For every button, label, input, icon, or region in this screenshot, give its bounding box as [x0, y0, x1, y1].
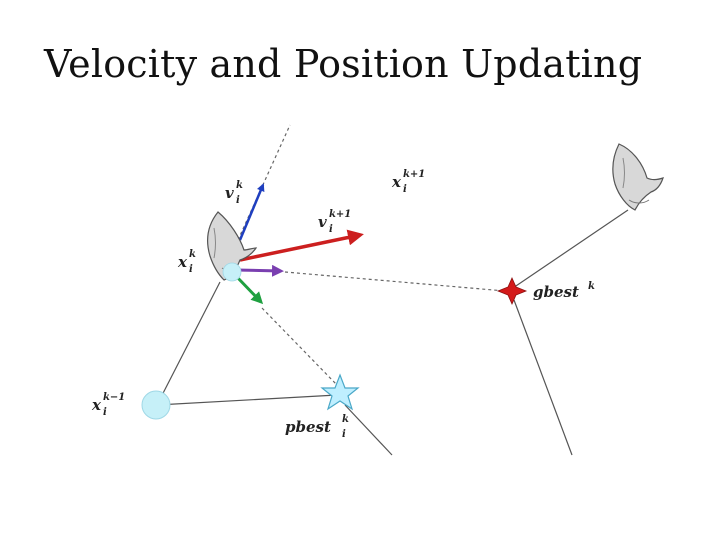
line-prev-to-pbest	[156, 394, 338, 406]
dove-icon	[206, 211, 258, 282]
cognitive-arrow	[234, 274, 264, 305]
svg-text:k: k	[588, 281, 595, 292]
slide-title: Velocity and Position Updating	[44, 42, 643, 86]
dashed-to-pbest	[261, 307, 338, 386]
label-v-current: v k i	[225, 180, 243, 206]
line-prev-to-current	[156, 281, 221, 406]
gbest-star-icon	[496, 277, 528, 305]
svg-text:v: v	[318, 213, 327, 231]
previous-position-circle-icon	[141, 390, 171, 420]
svg-text:x: x	[391, 173, 402, 191]
velocity-next-arrow	[239, 229, 364, 262]
dashed-to-gbest	[284, 271, 506, 292]
svg-text:v: v	[225, 184, 234, 202]
svg-text:i: i	[329, 224, 333, 235]
svg-text:i: i	[403, 184, 407, 195]
svg-text:i: i	[236, 195, 240, 206]
svg-text:k: k	[342, 414, 349, 425]
line-gbest-to-bird	[509, 209, 629, 291]
svg-text:x: x	[91, 396, 102, 414]
label-gbest: gbest k	[533, 281, 595, 301]
svg-text:x: x	[177, 253, 188, 271]
label-x-previous: x k−1 i	[91, 392, 125, 418]
label-x-next: x k+1 i	[391, 169, 425, 195]
svg-text:pbest: pbest	[285, 418, 331, 436]
pbest-star-icon	[320, 373, 360, 411]
velocity-current-arrow	[238, 183, 265, 241]
label-v-next: v k+1 i	[318, 209, 351, 235]
svg-text:i: i	[103, 407, 107, 418]
svg-text:gbest: gbest	[533, 283, 579, 301]
svg-text:k−1: k−1	[103, 392, 125, 403]
svg-text:k: k	[189, 249, 196, 260]
svg-text:i: i	[342, 429, 346, 440]
label-pbest: pbest k i	[285, 414, 349, 440]
svg-text:k+1: k+1	[329, 209, 351, 220]
line-gbest-down	[513, 299, 573, 456]
trajectory-dashed-up	[237, 124, 291, 241]
svg-text:k+1: k+1	[403, 169, 425, 180]
dove-icon	[612, 143, 664, 211]
label-x-current: x k i	[177, 249, 196, 275]
line-pbest-onward	[344, 404, 393, 456]
svg-text:i: i	[189, 264, 193, 275]
svg-text:k: k	[236, 180, 243, 191]
inertia-arrow	[235, 264, 284, 277]
